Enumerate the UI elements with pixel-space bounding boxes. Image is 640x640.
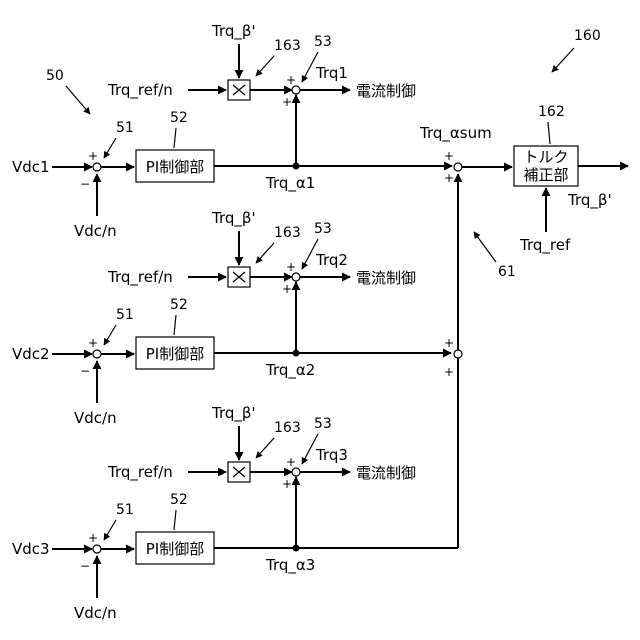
- ref-53-row-3: 53: [314, 416, 332, 432]
- sub-junction-3: [93, 545, 101, 553]
- ref-162: 162: [538, 104, 565, 120]
- sub-junction-1: [93, 163, 101, 171]
- ref-51-leader-2: [104, 325, 116, 345]
- sum-alpha-sign-bottom: +: [444, 171, 454, 185]
- sub-plus-sign-2: +: [88, 336, 98, 350]
- sum-alpha-sign-top: +: [444, 149, 454, 163]
- beta-label-2: Trq_β': [211, 209, 256, 228]
- ref-52-row-2: 52: [170, 297, 188, 313]
- ref-51-row-1: 51: [116, 120, 134, 136]
- torque-correction-label-2: 補正部: [523, 166, 568, 184]
- ref-51-row-3: 51: [116, 502, 134, 518]
- converter-rows: Vdc1+−Vdc/n51PI制御部52Trq_α1Trq_ref/nTrq_β…: [12, 22, 458, 622]
- ref-61: 61: [498, 264, 516, 280]
- add-plus-bottom-3: +: [282, 477, 292, 491]
- vdc-n-label-3: Vdc/n: [74, 604, 117, 622]
- trq-label-1: Trq1: [315, 64, 348, 82]
- ref-163-row-3: 163: [274, 420, 301, 436]
- ref-51-leader-3: [104, 520, 116, 540]
- ref-50-leader: [66, 86, 90, 114]
- current-control-label-3: 電流制御: [356, 464, 416, 482]
- alpha-label-2: Trq_α2: [265, 361, 315, 380]
- ref-52-leader-2: [174, 315, 176, 335]
- alpha-label-1: Trq_α1: [265, 174, 315, 193]
- ref-51-row-2: 51: [116, 307, 134, 323]
- trq-ref-label: Trq_ref: [519, 236, 571, 255]
- ref-61-leader: [474, 232, 496, 262]
- add-junction-1: [292, 86, 300, 94]
- converter-row-3: Vdc3 + − Vdc/n 51PI制御部 52Trq_α3 Trq_ref/n Trq_β…: [12, 404, 458, 622]
- sub-plus-sign-1: +: [88, 149, 98, 163]
- converter-row-1: Vdc1+−Vdc/n51PI制御部52Trq_α1Trq_ref/nTrq_β…: [12, 22, 452, 240]
- ref-52-row-1: 52: [170, 110, 188, 126]
- vdc-n-label-1: Vdc/n: [74, 222, 117, 240]
- sum-label: Trq_αsum: [419, 124, 492, 143]
- beta-output-label: Trq_β': [567, 191, 612, 210]
- ref-163-leader-3: [256, 438, 274, 458]
- converter-row-2: Vdc2+−Vdc/n51PI制御部52Trq_α2Trq_ref/nTrq_β…: [12, 209, 451, 427]
- beta-label-1: Trq_β': [211, 22, 256, 41]
- current-control-label-2: 電流制御: [356, 269, 416, 287]
- ref-160-leader: [552, 48, 574, 72]
- trq-ref-n-label-1: Trq_ref/n: [107, 81, 173, 100]
- ref-163-row-1: 163: [274, 38, 301, 54]
- ref-53-row-1: 53: [314, 34, 332, 50]
- ref-163-row-2: 163: [274, 225, 301, 241]
- ref-53-row-2: 53: [314, 221, 332, 237]
- ref-51-leader-1: [104, 138, 116, 158]
- add-junction-2: [292, 273, 300, 281]
- ref-163-leader-1: [256, 56, 274, 76]
- add-junction-3: [292, 468, 300, 476]
- sum-bus-2-sign-bottom: +: [444, 365, 454, 379]
- ref-52-leader-1: [174, 128, 176, 148]
- add-plus-bottom-2: +: [282, 282, 292, 296]
- sub-minus-sign-3: −: [80, 559, 90, 573]
- vdc-label-3: Vdc3: [12, 540, 50, 558]
- trq-label-2: Trq2: [315, 251, 348, 269]
- sum-junction-alpha: [454, 163, 462, 171]
- ref-160: 160: [574, 28, 601, 44]
- trq-ref-n-label-3: Trq_ref/n: [107, 463, 173, 482]
- vdc-n-label-2: Vdc/n: [74, 409, 117, 427]
- sum-bus-2-sign-top: +: [444, 336, 454, 350]
- ref-52-leader-3: [174, 510, 176, 530]
- trq-label-3: Trq3: [315, 446, 348, 464]
- add-plus-bottom-1: +: [282, 95, 292, 109]
- pi-controller-label-3: PI制御部: [146, 540, 204, 558]
- sub-minus-sign-2: −: [80, 364, 90, 378]
- add-plus-top-3: +: [286, 455, 296, 469]
- add-plus-top-2: +: [286, 260, 296, 274]
- add-plus-top-1: +: [286, 73, 296, 87]
- alpha-label-3: Trq_α3: [265, 556, 315, 575]
- ref-50: 50: [46, 68, 64, 84]
- ref-163-leader-2: [256, 243, 274, 263]
- ref-162-leader: [548, 122, 550, 144]
- current-control-label-1: 電流制御: [356, 82, 416, 100]
- vdc-label-1: Vdc1: [12, 158, 50, 176]
- sub-plus-sign-3: +: [88, 531, 98, 545]
- pi-controller-label-1: PI制御部: [146, 158, 204, 176]
- ref-52-row-3: 52: [170, 492, 188, 508]
- vdc-label-2: Vdc2: [12, 345, 50, 363]
- sum-junction-bus-2: [454, 350, 462, 358]
- sub-junction-2: [93, 350, 101, 358]
- torque-correction-label-1: トルク: [523, 148, 568, 166]
- pi-controller-label-2: PI制御部: [146, 345, 204, 363]
- trq-ref-n-label-2: Trq_ref/n: [107, 268, 173, 287]
- beta-label-3: Trq_β': [211, 404, 256, 423]
- sub-minus-sign-1: −: [80, 177, 90, 191]
